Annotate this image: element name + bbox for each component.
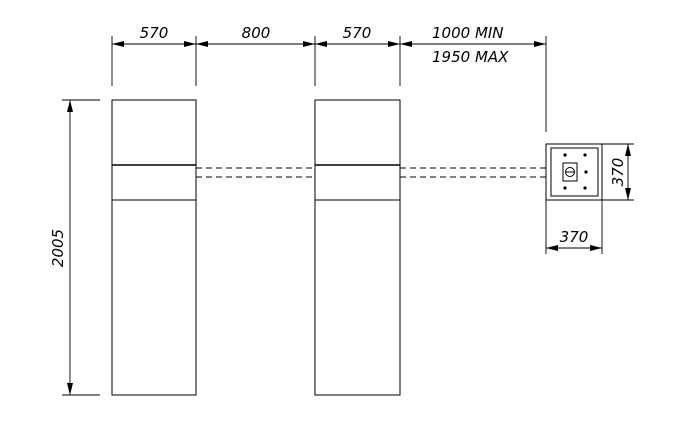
arrow-head — [590, 245, 602, 251]
screw-dot — [583, 153, 587, 157]
arrow-head — [625, 144, 631, 156]
cable-connection — [196, 167, 546, 178]
box-width-dimension: 370 — [545, 200, 603, 254]
post-outline — [111, 99, 197, 396]
arrow-head — [388, 41, 400, 47]
screw-dot — [563, 153, 567, 157]
barrier-post-left — [111, 99, 197, 396]
dim-gap: 800 — [242, 24, 271, 42]
post-outline — [314, 99, 401, 396]
dim-height: 2005 — [49, 229, 67, 267]
dim-box-width: 370 — [560, 228, 589, 246]
key-switch — [562, 162, 578, 182]
arrow-head — [67, 383, 73, 395]
dim-distance-max: 1950 MAX — [432, 48, 509, 66]
screw-dot — [563, 186, 567, 190]
arrow-head — [534, 41, 546, 47]
arrow-head — [196, 41, 208, 47]
arrow-head — [546, 245, 558, 251]
arrow-head — [625, 188, 631, 200]
arrow-head — [315, 41, 327, 47]
dim-width-right: 570 — [343, 24, 372, 42]
arrow-head — [112, 41, 124, 47]
top-dimension-chain: 570 800 570 1000 MIN 1950 MAX — [111, 24, 547, 132]
arrow-head — [400, 41, 412, 47]
arrow-head — [303, 41, 315, 47]
dim-distance-min: 1000 MIN — [432, 24, 504, 42]
control-box — [545, 143, 603, 201]
arrow-head — [184, 41, 196, 47]
screw-dot — [583, 186, 587, 190]
box-height-dimension: 370 — [602, 143, 634, 201]
dim-width-left: 570 — [140, 24, 169, 42]
dim-box-height: 370 — [609, 158, 627, 187]
barrier-post-right — [314, 99, 401, 396]
arrow-head — [67, 100, 73, 112]
screw-dot — [584, 170, 588, 174]
height-dimension: 2005 — [49, 99, 100, 396]
